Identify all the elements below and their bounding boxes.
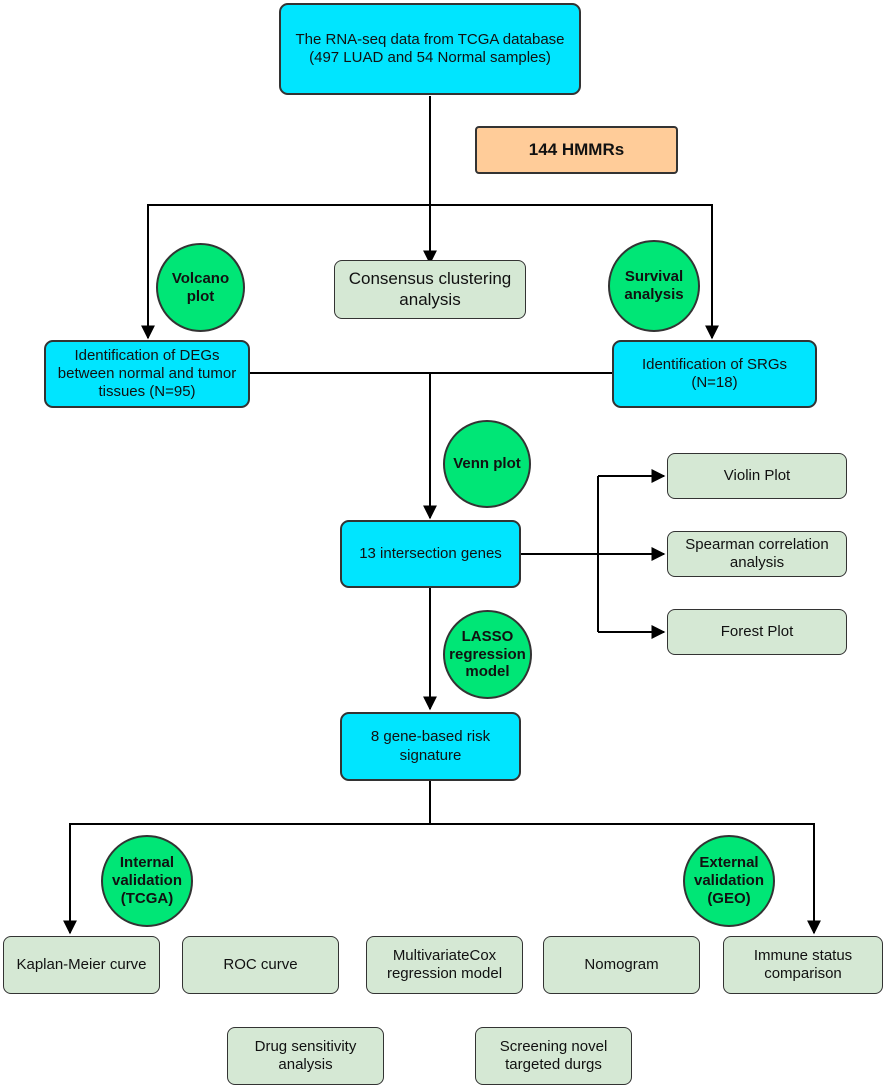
connector-to-immune — [430, 823, 821, 935]
immune-status-box: Immune status comparison — [723, 936, 883, 994]
connector-to-degs — [141, 204, 430, 340]
spearman-correlation-box: Spearman correlation analysis — [667, 531, 847, 577]
violin-plot-box: Violin Plot — [667, 453, 847, 499]
venn-plot-circle: Venn plot — [443, 420, 531, 508]
risk-signature-box: 8 gene-based risk signature — [340, 712, 521, 781]
connector-to-srgs — [430, 204, 719, 340]
multivariate-cox-box: MultivariateCox regression model — [366, 936, 523, 994]
screening-drugs-box: Screening novel targeted durgs — [475, 1027, 632, 1085]
volcano-plot-circle: Volcano plot — [156, 243, 245, 332]
external-validation-circle: External validation (GEO) — [683, 835, 775, 927]
srgs-box: Identification of SRGs (N=18) — [612, 340, 817, 408]
degs-box: Identification of DEGs between normal an… — [44, 340, 250, 408]
tcga-data-box: The RNA-seq data from TCGA database (497… — [279, 3, 581, 95]
consensus-clustering-box: Consensus clustering analysis — [334, 260, 526, 319]
nomogram-box: Nomogram — [543, 936, 700, 994]
intersection-genes-box: 13 intersection genes — [340, 520, 521, 588]
survival-analysis-circle: Survival analysis — [608, 240, 700, 332]
kaplan-meier-box: Kaplan-Meier curve — [3, 936, 160, 994]
roc-curve-box: ROC curve — [182, 936, 339, 994]
forest-plot-box: Forest Plot — [667, 609, 847, 655]
internal-validation-circle: Internal validation (TCGA) — [101, 835, 193, 927]
drug-sensitivity-box: Drug sensitivity analysis — [227, 1027, 384, 1085]
lasso-regression-circle: LASSO regression model — [443, 610, 532, 699]
hmmrs-box: 144 HMMRs — [475, 126, 678, 174]
connector-to-km — [63, 823, 430, 935]
